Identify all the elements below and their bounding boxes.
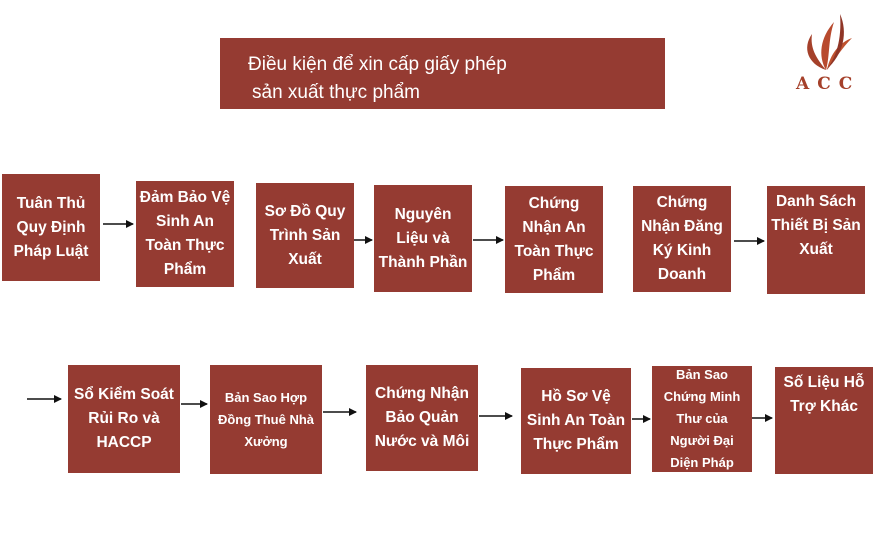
step-label: Sơ Đồ Quy Trình Sản Xuất	[264, 202, 346, 268]
step-label: Chứng Nhận Đăng Ký Kinh Doanh	[641, 194, 723, 283]
title-line-1: Điều kiện để xin cấp giấy phép	[248, 54, 507, 75]
step-ho-so-ve-sinh: Hồ Sơ Vệ Sinh An Toàn Thực Phẩm	[521, 368, 631, 474]
logo-text: ACC	[796, 74, 861, 94]
step-label: Chứng Nhận An Toàn Thực Phẩm	[514, 194, 594, 284]
step-so-kiem-soat-haccp: Sổ Kiểm Soát Rủi Ro và HACCP	[68, 365, 180, 473]
step-chung-nhan-an-toan: Chứng Nhận An Toàn Thực Phẩm	[505, 186, 603, 293]
step-label: Sổ Kiểm Soát Rủi Ro và HACCP	[74, 386, 174, 451]
step-dam-bao-ve-sinh: Đảm Bảo Vệ Sinh An Toàn Thực Phẩm	[136, 181, 234, 287]
step-label: Đảm Bảo Vệ Sinh An Toàn Thực Phẩm	[139, 189, 231, 278]
title-box: Điều kiện để xin cấp giấy phép sản xuất …	[220, 38, 665, 109]
step-label: Bản Sao Chứng Minh Thư của Người Đại Diệ…	[663, 367, 741, 470]
step-danh-sach-thiet-bi: Danh Sách Thiết Bị Sản Xuất	[767, 186, 865, 294]
step-label: Tuân Thủ Quy Định Pháp Luật	[13, 194, 89, 260]
step-label: Chứng Nhận Bảo Quản Nước và Môi	[374, 385, 470, 450]
step-ban-sao-hop-dong: Bản Sao Hợp Đồng Thuê Nhà Xưởng	[210, 365, 322, 474]
step-tuan-thu-quy-dinh: Tuân Thủ Quy Định Pháp Luật	[2, 174, 100, 281]
step-chung-nhan-dang-ky: Chứng Nhận Đăng Ký Kinh Doanh	[633, 186, 731, 292]
title-line-2: sản xuất thực phẩm	[252, 82, 420, 103]
step-label: Bản Sao Hợp Đồng Thuê Nhà Xưởng	[217, 389, 315, 449]
step-label: Hồ Sơ Vệ Sinh An Toàn Thực Phẩm	[526, 388, 626, 453]
step-ban-sao-chung-minh-thu: Bản Sao Chứng Minh Thư của Người Đại Diệ…	[652, 366, 752, 472]
step-label: Danh Sách Thiết Bị Sản Xuất	[771, 193, 861, 258]
step-so-lieu-ho-tro: Số Liệu Hỗ Trợ Khác	[775, 367, 873, 474]
step-nguyen-lieu: Nguyên Liệu và Thành Phần	[374, 185, 472, 292]
step-so-do-quy-trinh: Sơ Đồ Quy Trình Sản Xuất	[256, 183, 354, 288]
step-chung-nhan-bao-quan: Chứng Nhận Bảo Quản Nước và Môi	[366, 365, 478, 471]
acc-logo: ACC	[796, 12, 856, 102]
flame-leaves-icon	[807, 14, 852, 70]
step-label: Số Liệu Hỗ Trợ Khác	[783, 374, 865, 415]
step-label: Nguyên Liệu và Thành Phần	[378, 205, 468, 271]
